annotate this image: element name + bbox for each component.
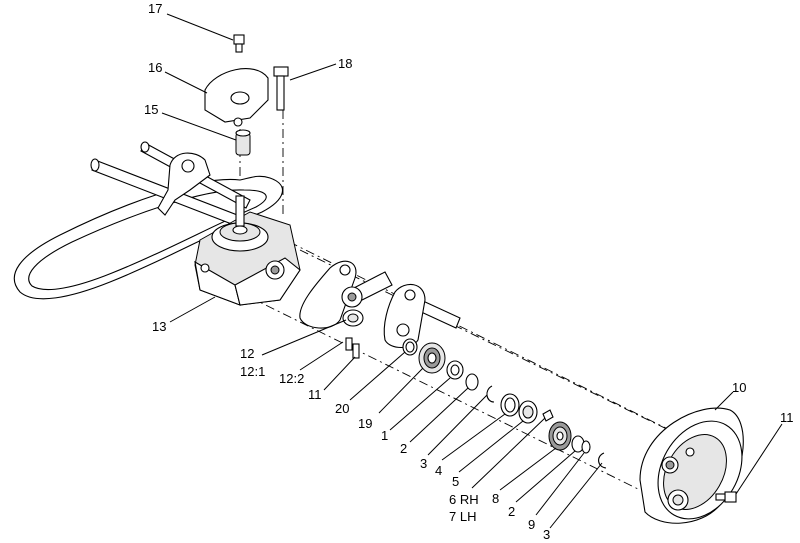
bolt-17	[233, 34, 245, 53]
wheel-bracket	[383, 283, 426, 349]
shift-linkage	[341, 271, 393, 359]
gear-8	[548, 421, 572, 451]
label-12-1: 12:1	[240, 364, 265, 379]
label-4: 4	[435, 463, 442, 478]
label-16: 16	[148, 60, 162, 75]
leader-lines	[161, 13, 783, 529]
ring-4	[500, 393, 520, 417]
label-11b: 11	[780, 410, 794, 425]
label-12-2: 12:2	[279, 371, 304, 386]
sector-plate	[299, 260, 357, 329]
callout-labels: 17 16 15 18 13 12 12:1 12:2 11 20 19 1 2…	[144, 1, 794, 542]
label-3a: 3	[420, 456, 427, 471]
label-2a: 2	[400, 441, 407, 456]
transmission-housing	[194, 195, 301, 306]
label-1: 1	[381, 428, 388, 443]
label-20: 20	[335, 401, 349, 416]
washer-2a	[465, 373, 479, 391]
bushing	[235, 129, 251, 156]
label-8: 8	[492, 491, 499, 506]
label-9: 9	[528, 517, 535, 532]
clip-3a	[486, 385, 495, 403]
label-10: 10	[732, 380, 746, 395]
washer-20	[402, 338, 418, 356]
clip-9	[581, 440, 591, 454]
label-18: 18	[338, 56, 352, 71]
label-3b: 3	[543, 527, 550, 542]
label-11a: 11	[308, 387, 322, 402]
label-7-lh: 7 LH	[449, 509, 476, 524]
label-6-rh: 6 RH	[449, 492, 479, 507]
bearing-5	[518, 400, 538, 424]
bolt-18	[273, 66, 289, 111]
label-15: 15	[144, 102, 158, 117]
wheel-hub	[639, 407, 744, 524]
pin-6-7	[542, 409, 554, 422]
assembly-centerlines	[214, 110, 721, 491]
upper-cover	[204, 68, 269, 127]
shaft-bracket	[157, 152, 211, 216]
label-19: 19	[358, 416, 372, 431]
bolt-11b	[715, 491, 737, 503]
label-2b: 2	[508, 504, 515, 519]
label-12: 12	[240, 346, 254, 361]
label-17: 17	[148, 1, 162, 16]
label-5: 5	[452, 474, 459, 489]
washer-1	[446, 360, 464, 380]
label-13: 13	[152, 319, 166, 334]
bearing-19	[418, 342, 446, 374]
